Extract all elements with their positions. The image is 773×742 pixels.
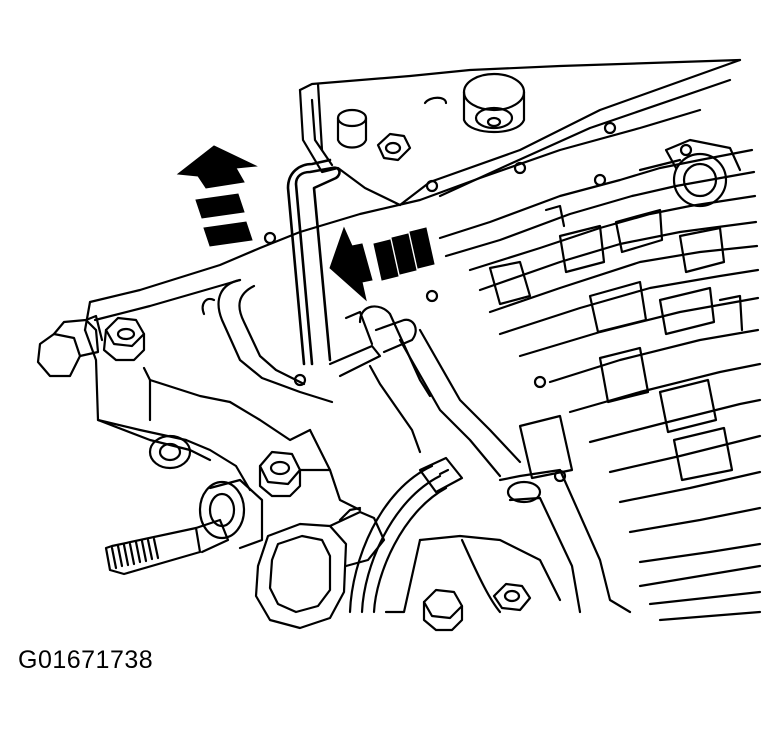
top-bolt-middle <box>376 132 412 162</box>
side-bracket <box>36 314 252 492</box>
wire-retaining-clip[interactable] <box>286 158 341 366</box>
hex-bolt <box>102 316 146 362</box>
lower-housing <box>228 400 562 614</box>
hex-bolt <box>492 582 532 612</box>
hex-bolt <box>422 588 464 632</box>
cover-bolt-holes <box>263 121 693 483</box>
electrical-connector <box>254 506 386 630</box>
upward-direction-arrow <box>176 145 258 247</box>
valve-body-cover-plate <box>83 108 702 442</box>
threaded-stud <box>104 478 264 576</box>
top-bolt-left <box>336 108 368 149</box>
wiring-harness <box>348 456 464 614</box>
top-plug <box>462 72 526 134</box>
oil-passages <box>438 148 762 564</box>
hex-bolt <box>258 450 302 498</box>
figure-id-label: G01671738 <box>18 646 154 674</box>
lower-casting <box>498 468 762 622</box>
detent-spring-bracket <box>328 305 522 478</box>
leftward-direction-arrow <box>329 226 435 302</box>
top-right-plug <box>664 138 742 208</box>
